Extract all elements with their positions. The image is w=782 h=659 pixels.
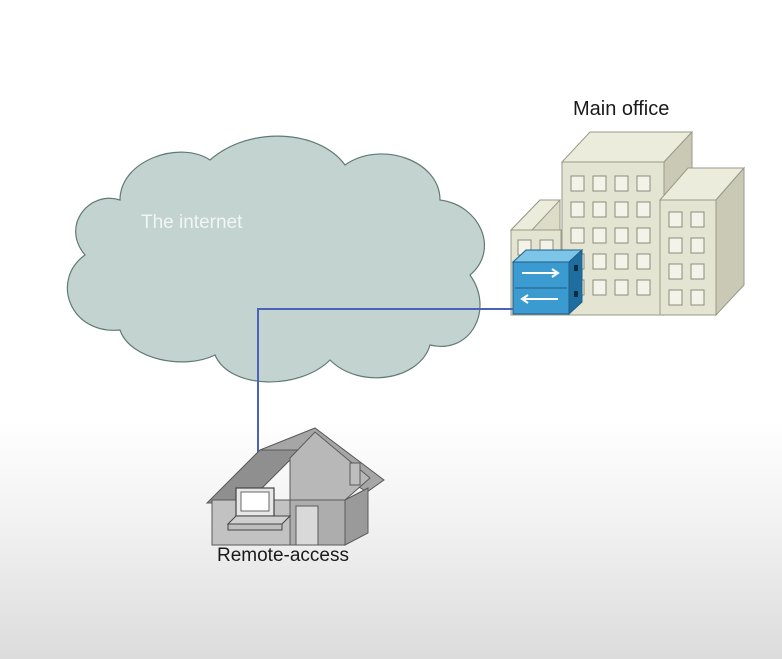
- internet-label: The internet: [141, 212, 243, 233]
- vpn-connection-line: [257, 308, 513, 492]
- building-window: [592, 253, 607, 270]
- building-window: [690, 263, 705, 280]
- building-window: [636, 201, 651, 218]
- building-window: [570, 175, 585, 192]
- building-window: [668, 237, 683, 254]
- building-window: [614, 227, 629, 244]
- remote-house-icon: [205, 427, 385, 546]
- building-window: [636, 279, 651, 296]
- building-window: [614, 201, 629, 218]
- building-window: [592, 227, 607, 244]
- building-window: [636, 253, 651, 270]
- building-window: [636, 227, 651, 244]
- building-window: [636, 175, 651, 192]
- building-window: [668, 289, 683, 306]
- building-window: [592, 201, 607, 218]
- building-window: [690, 211, 705, 228]
- remote-access-label: Remote-access: [217, 545, 349, 566]
- building-window: [668, 211, 683, 228]
- router-icon: [511, 248, 584, 316]
- internet-cloud: [66, 135, 486, 383]
- building-window: [614, 253, 629, 270]
- computer-icon: [226, 487, 292, 531]
- building-window: [614, 175, 629, 192]
- building-window: [690, 289, 705, 306]
- main-office-label: Main office: [573, 98, 670, 120]
- building-window: [690, 237, 705, 254]
- building-window: [668, 263, 683, 280]
- building-window: [592, 279, 607, 296]
- building-window: [570, 227, 585, 244]
- building-window: [570, 201, 585, 218]
- building-window: [592, 175, 607, 192]
- building-window: [614, 279, 629, 296]
